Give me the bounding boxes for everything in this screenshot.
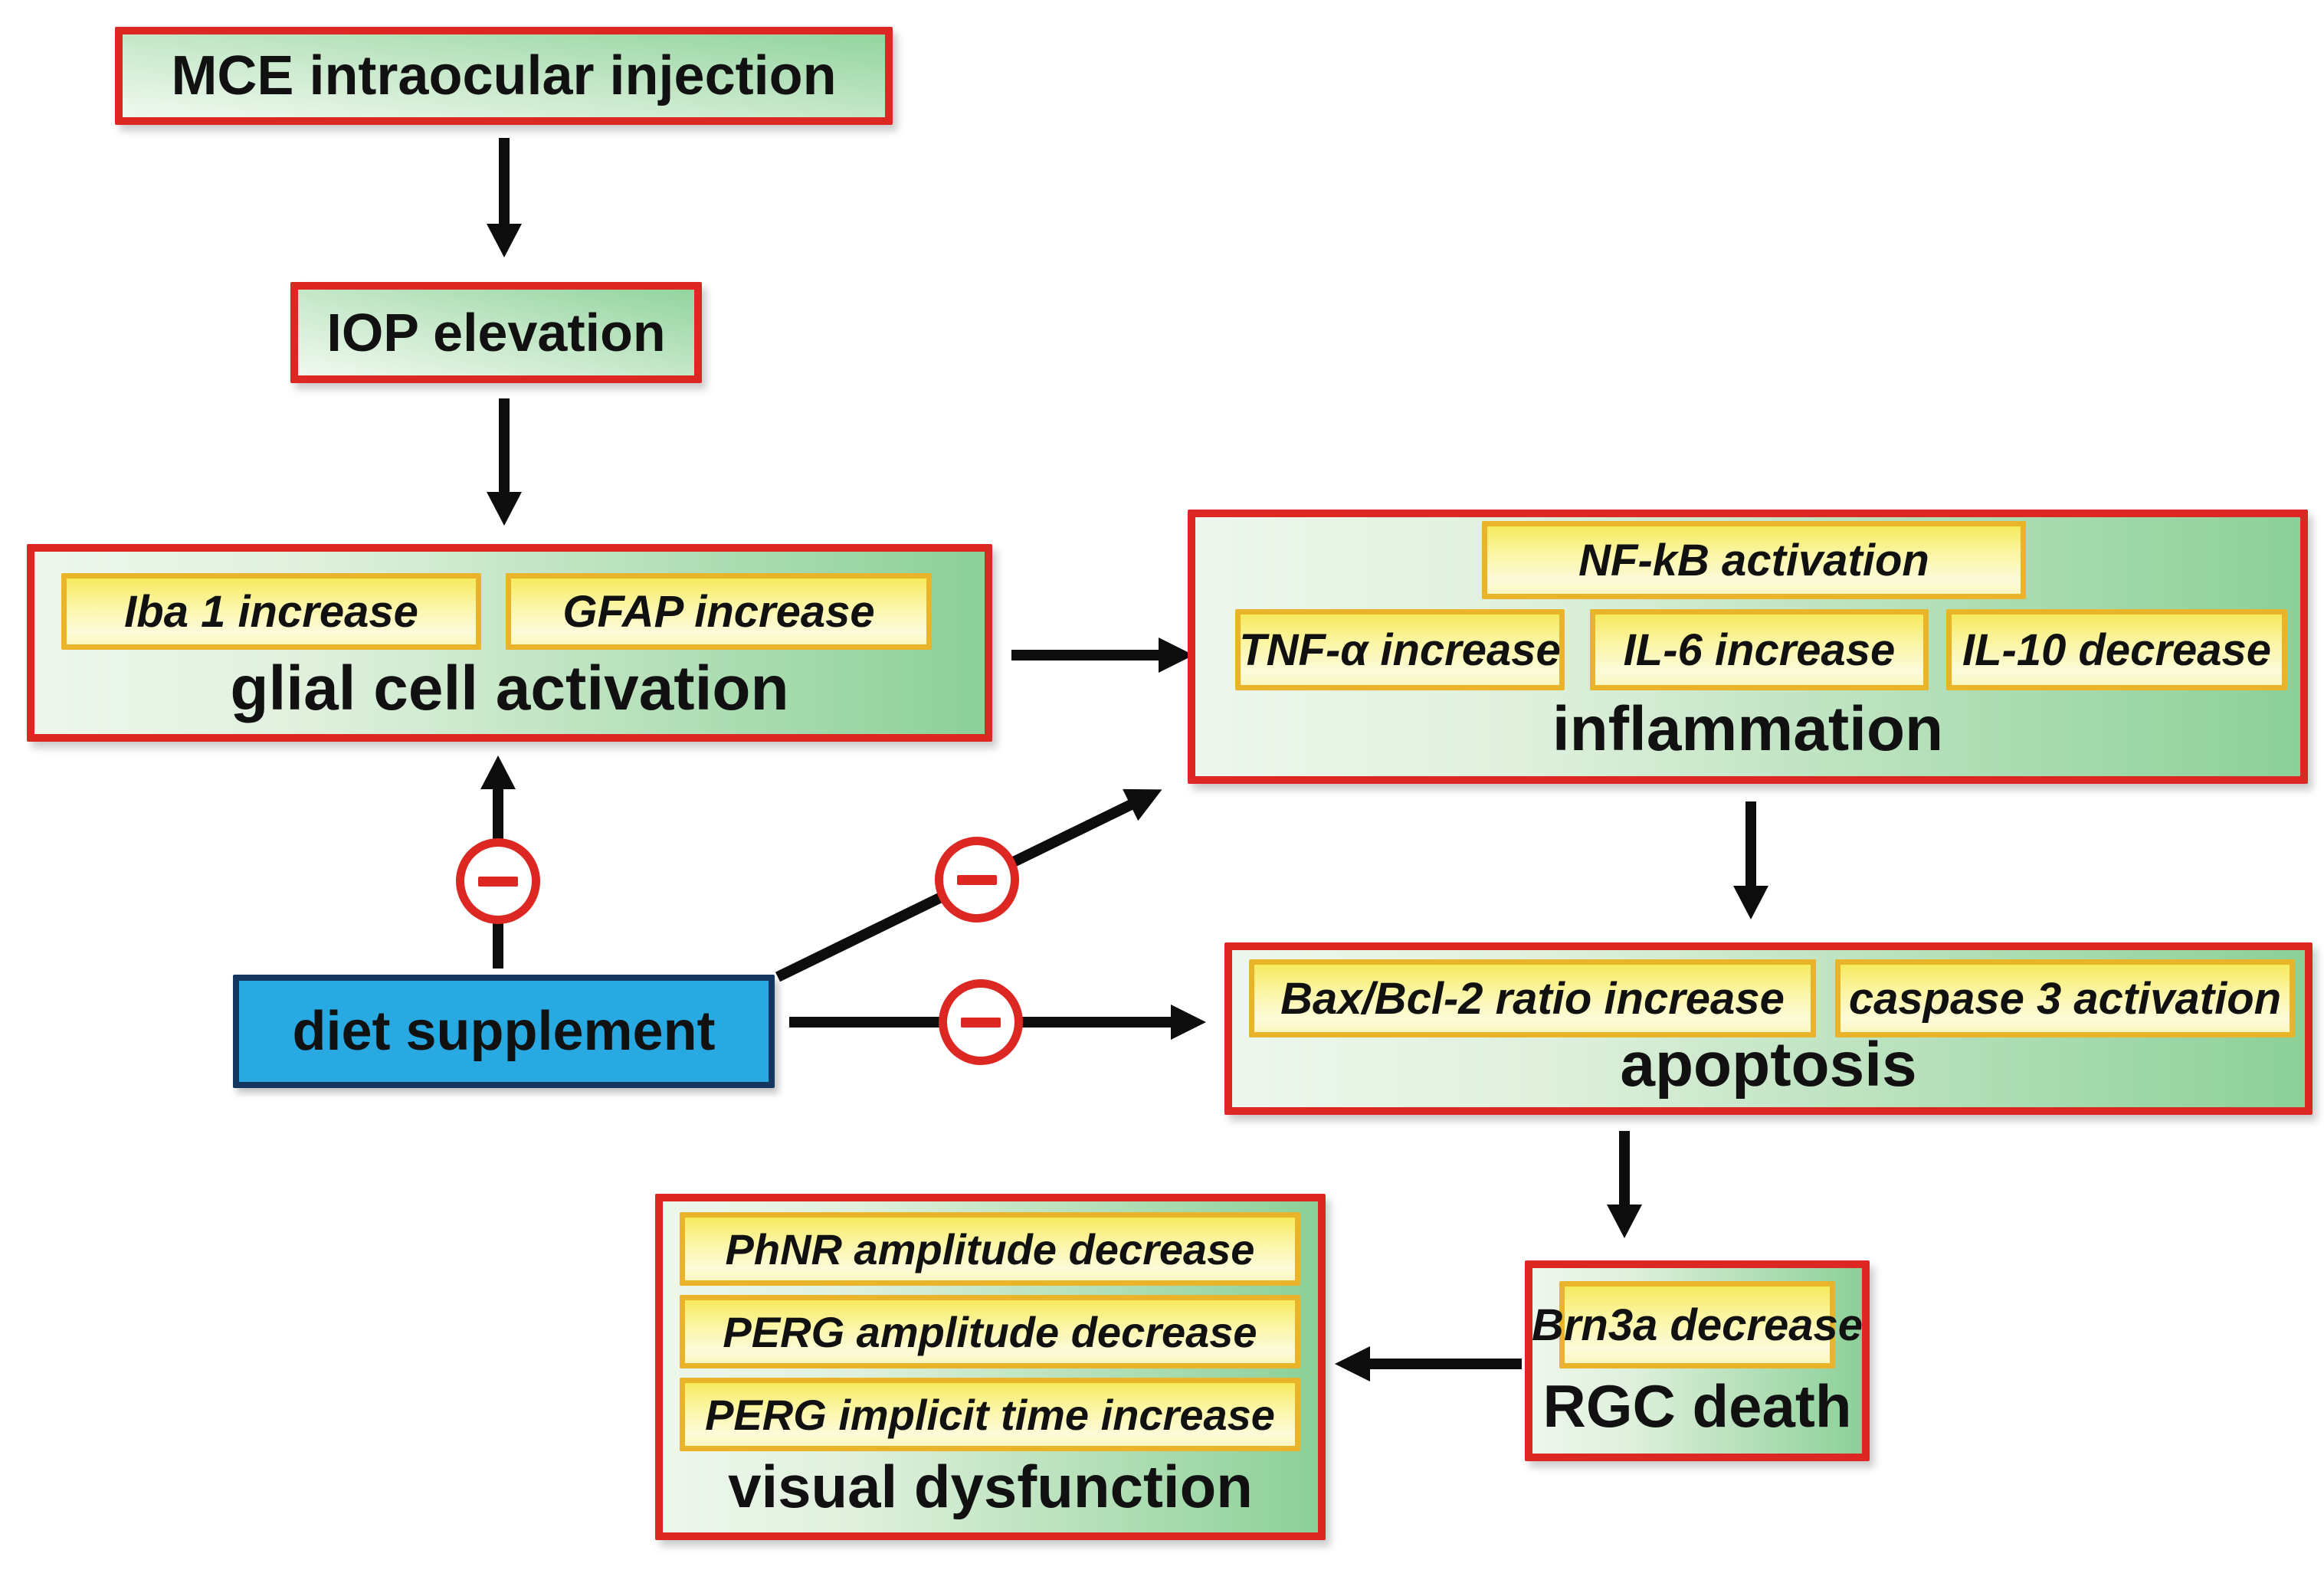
arrowhead-rgc-to-visual (1335, 1346, 1370, 1382)
node-label-mce: MCE intraocular injection (171, 45, 837, 107)
node-glial-cell-activation: Iba 1 increase GFAP increase glial cell … (27, 544, 992, 742)
chip-gfap-increase: GFAP increase (506, 573, 932, 650)
chip-tnf-alpha-increase: TNF-α increase (1235, 609, 1565, 690)
arrow-iop-to-glial (499, 398, 510, 493)
arrow-inflammation-to-apoptosis (1745, 801, 1756, 887)
chip-perg-amplitude-decrease: PERG amplitude decrease (680, 1295, 1300, 1368)
chip-nfkb-activation: NF-kB activation (1482, 521, 2026, 599)
node-iop-elevation: IOP elevation (290, 282, 702, 383)
arrow-rgc-to-visual (1369, 1359, 1522, 1369)
arrowhead-diet-to-inflammation (1123, 773, 1170, 821)
minus-icon (961, 1017, 1001, 1028)
arrowhead-inflammation-to-apoptosis (1733, 886, 1768, 919)
arrowhead-apoptosis-to-rgc (1607, 1205, 1642, 1238)
node-diet-supplement: diet supplement (233, 975, 775, 1088)
chip-il10-decrease: IL-10 decrease (1946, 609, 2287, 690)
arrowhead-diet-to-apoptosis (1171, 1005, 1206, 1040)
chip-il6-increase: IL-6 increase (1590, 609, 1929, 690)
arrowhead-iop-to-glial (487, 492, 522, 526)
chip-bax-bcl2-ratio-increase: Bax/Bcl-2 ratio increase (1249, 959, 1816, 1037)
arrow-apoptosis-to-rgc (1619, 1131, 1630, 1206)
node-label-glial: glial cell activation (230, 654, 789, 723)
node-label-inflammation: inflammation (1552, 694, 1944, 764)
node-label-rgc: RGC death (1542, 1372, 1852, 1440)
inhibition-circle-glial (456, 838, 540, 924)
node-label-diet: diet supplement (292, 1001, 716, 1062)
arrow-glial-to-inflammation (1011, 650, 1160, 660)
chip-perg-implicit-time-increase: PERG implicit time increase (680, 1378, 1300, 1451)
node-rgc-death: Brn3a decrease RGC death (1525, 1260, 1870, 1461)
node-inflammation: NF-kB activation TNF-α increase IL-6 inc… (1188, 510, 2308, 784)
minus-icon (957, 874, 997, 885)
chip-caspase3-activation: caspase 3 activation (1835, 959, 2295, 1037)
arrowhead-mce-to-iop (487, 224, 522, 257)
chip-brn3a-decrease: Brn3a decrease (1532, 1281, 1863, 1368)
inhibition-circle-inflammation (935, 837, 1019, 923)
node-label-apoptosis: apoptosis (1620, 1030, 1917, 1100)
node-apoptosis: Bax/Bcl-2 ratio increase caspase 3 activ… (1224, 942, 2313, 1115)
minus-icon (478, 876, 518, 887)
node-label-iop: IOP elevation (326, 303, 666, 362)
node-label-visual: visual dysfunction (728, 1453, 1253, 1520)
chip-phnr-amplitude-decrease: PhNR amplitude decrease (680, 1212, 1300, 1286)
node-visual-dysfunction: PhNR amplitude decrease PERG amplitude d… (655, 1194, 1326, 1540)
chip-iba1-increase: Iba 1 increase (61, 573, 481, 650)
arrowhead-diet-to-glial (480, 756, 516, 789)
inhibition-circle-apoptosis (939, 979, 1023, 1065)
arrow-mce-to-iop (499, 138, 510, 225)
node-mce-injection: MCE intraocular injection (115, 27, 893, 125)
